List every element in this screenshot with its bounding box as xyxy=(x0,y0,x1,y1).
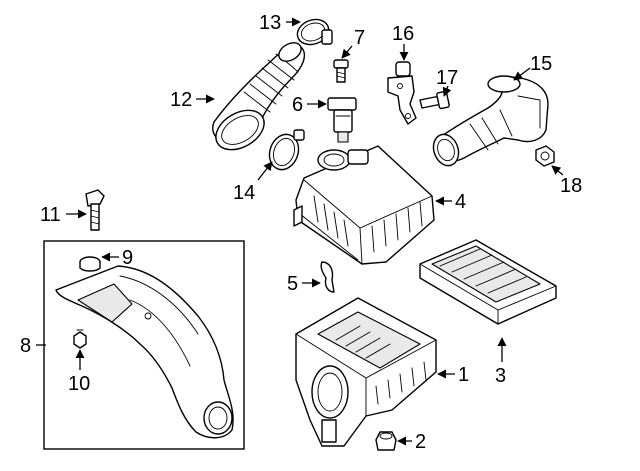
part-2-grommet xyxy=(375,431,397,451)
callout-18: 18 xyxy=(560,175,582,197)
part-3-filter xyxy=(419,239,557,325)
part-5-clip xyxy=(320,261,335,293)
callout-13: 13 xyxy=(259,12,281,34)
callout-1: 1 xyxy=(458,364,469,386)
callout-labels: 1 2 3 4 5 6 7 8 9 10 11 12 13 14 15 16 1… xyxy=(20,12,582,453)
part-8-resonator xyxy=(55,265,234,439)
callout-17: 17 xyxy=(436,67,458,89)
callout-8: 8 xyxy=(20,335,31,357)
part-9-grommet xyxy=(79,256,101,272)
part-16-bracket xyxy=(387,61,417,125)
callout-11: 11 xyxy=(40,204,61,226)
callout-9: 9 xyxy=(122,247,133,269)
part-10-nut xyxy=(73,329,87,349)
leader-lines xyxy=(36,17,564,446)
callout-10: 10 xyxy=(68,373,90,395)
part-12-intake-hose xyxy=(212,42,306,151)
callout-7: 7 xyxy=(354,27,365,49)
callout-15: 15 xyxy=(530,53,552,75)
part-13-clamp xyxy=(296,18,333,46)
callout-5: 5 xyxy=(287,273,298,295)
callout-2: 2 xyxy=(415,431,426,453)
callout-3: 3 xyxy=(495,365,506,387)
part-1-cleaner-housing xyxy=(295,297,437,447)
part-11-bolt xyxy=(85,189,105,231)
part-14-clamp xyxy=(268,129,305,171)
callout-12: 12 xyxy=(170,89,192,111)
callout-4: 4 xyxy=(455,191,466,213)
callout-14: 14 xyxy=(233,182,255,204)
part-4-cleaner-cover xyxy=(293,145,435,265)
callout-6: 6 xyxy=(292,94,303,116)
part-7-bolt xyxy=(333,59,349,83)
part-18-nut xyxy=(535,145,555,167)
callout-16: 16 xyxy=(392,23,414,45)
part-15-inlet-duct xyxy=(432,75,549,167)
part-6-sensor xyxy=(327,97,357,143)
part-17-bolt xyxy=(419,90,450,110)
